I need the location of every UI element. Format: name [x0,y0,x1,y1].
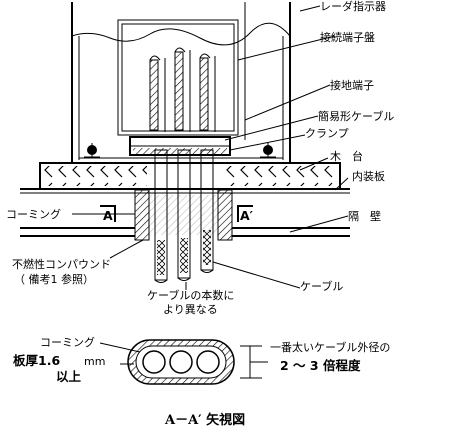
ground-terminal-right [260,143,276,158]
section-coaming-label: コーミング [40,335,95,349]
simple-cable-label: 簡易形ケーブル [318,109,394,123]
terminal-strip-2 [174,47,186,131]
diameter-label-line2: 2 ～ 3 倍程度 [280,358,361,373]
section-cable-1 [142,350,166,374]
inner-panel-label: 内装板 [352,169,385,183]
section-a-prime-label: A′ [240,208,253,223]
section-cable-3 [196,350,220,374]
terminal-board [117,19,239,136]
section-view [99,339,268,385]
terminal-board-label: 接続端子盤 [320,30,375,44]
terminal-strip-3 [199,53,211,131]
radar-indicator-label: レーダ指示器 [320,0,386,13]
ground-terminal-left [84,143,100,158]
clamp-label: クランプ [305,127,349,140]
cables [149,149,218,283]
wood-base [39,162,341,190]
section-labels: コーミング 板厚1.6 mm 以上 一番太いケーブル外径の 2 ～ 3 倍程度 … [13,335,390,428]
diameter-label-line1: 一番太いケーブル外径の [270,340,390,354]
bulkhead-label: 隔 壁 [348,209,381,223]
inner-panel [20,188,350,194]
cable-count-label-line2: より異なる [163,303,218,316]
compound-label-line2: （ 備考1 参照） [14,272,94,286]
cable-label: ケーブル [300,279,343,293]
leader-lines [72,5,349,290]
section-a-label: A [103,208,113,223]
ground-terminal-label: 接地端子 [330,79,374,92]
bulkhead [20,227,350,237]
plate-thickness-label-line1: 板厚1.6 [13,353,60,368]
plate-thickness-unit: mm [84,355,105,368]
wood-base-label: 木 台 [330,149,363,163]
section-marker-a: A [100,205,116,223]
section-cable-2 [169,350,193,374]
plate-thickness-label-line2: 以上 [56,369,82,384]
cable-count-label-line1: ケーブルの本数に [147,288,234,302]
coaming [134,189,233,241]
figure-caption: A－A′ 矢視図 [164,412,245,428]
coaming-label: コーミング [6,207,61,221]
labels: レーダ指示器 接続端子盤 接地端子 簡易形ケーブル クランプ 木 台 内装板 コ… [6,0,394,316]
clamp [129,136,231,156]
section-marker-a-prime: A′ [237,205,253,223]
terminal-strip-1 [149,55,161,131]
compound-label-line1: 不燃性コンパウンド [12,257,111,271]
